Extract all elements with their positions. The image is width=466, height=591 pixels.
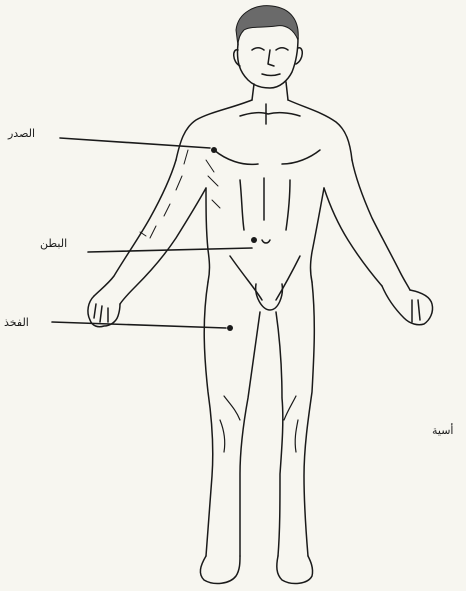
torso-right (311, 188, 325, 282)
left-ribs (206, 160, 220, 208)
hair (236, 6, 298, 46)
right-arm-inner (324, 188, 382, 286)
right-shoulder (288, 100, 352, 160)
right-hand (382, 286, 433, 325)
left-leg-outer (204, 282, 213, 556)
right-pectoral (282, 150, 320, 164)
collarbone (240, 113, 300, 116)
left-pectoral (214, 150, 258, 164)
abdomen-right (286, 180, 290, 230)
marker-chest (211, 147, 217, 153)
label-thigh: الفخذ (4, 316, 29, 329)
label-partial-right: أسية (432, 424, 454, 437)
abdomen-left (240, 180, 244, 230)
marker-abdomen (251, 237, 257, 243)
leader-line-thigh (52, 322, 226, 328)
right-fingers (412, 300, 420, 322)
left-knee (220, 396, 240, 452)
right-hip-line (276, 256, 300, 300)
right-leg-inner (276, 312, 283, 556)
left-foot (200, 556, 240, 583)
label-abdomen: البطن (40, 237, 67, 250)
left-hip-line (230, 256, 262, 300)
navel (262, 240, 270, 243)
left-arm-outer (94, 160, 176, 296)
right-leg-outer (304, 282, 314, 556)
label-chest: الصدر (8, 127, 35, 140)
marker-thigh (227, 325, 233, 331)
nose (268, 50, 274, 66)
mouth (262, 74, 280, 76)
left-arm-hatch (140, 150, 188, 238)
leader-line-chest (60, 138, 210, 148)
left-hand (88, 296, 120, 327)
torso-left (206, 188, 210, 282)
left-fingers (94, 304, 108, 322)
right-foot (277, 556, 313, 583)
right-arm-outer (352, 160, 410, 290)
left-leg-inner (240, 312, 260, 556)
leader-line-abdomen (88, 248, 252, 252)
neck-left (252, 84, 254, 100)
neck-right (286, 82, 288, 100)
right-eye (276, 48, 288, 50)
right-knee (284, 396, 298, 452)
left-eye (252, 48, 264, 50)
